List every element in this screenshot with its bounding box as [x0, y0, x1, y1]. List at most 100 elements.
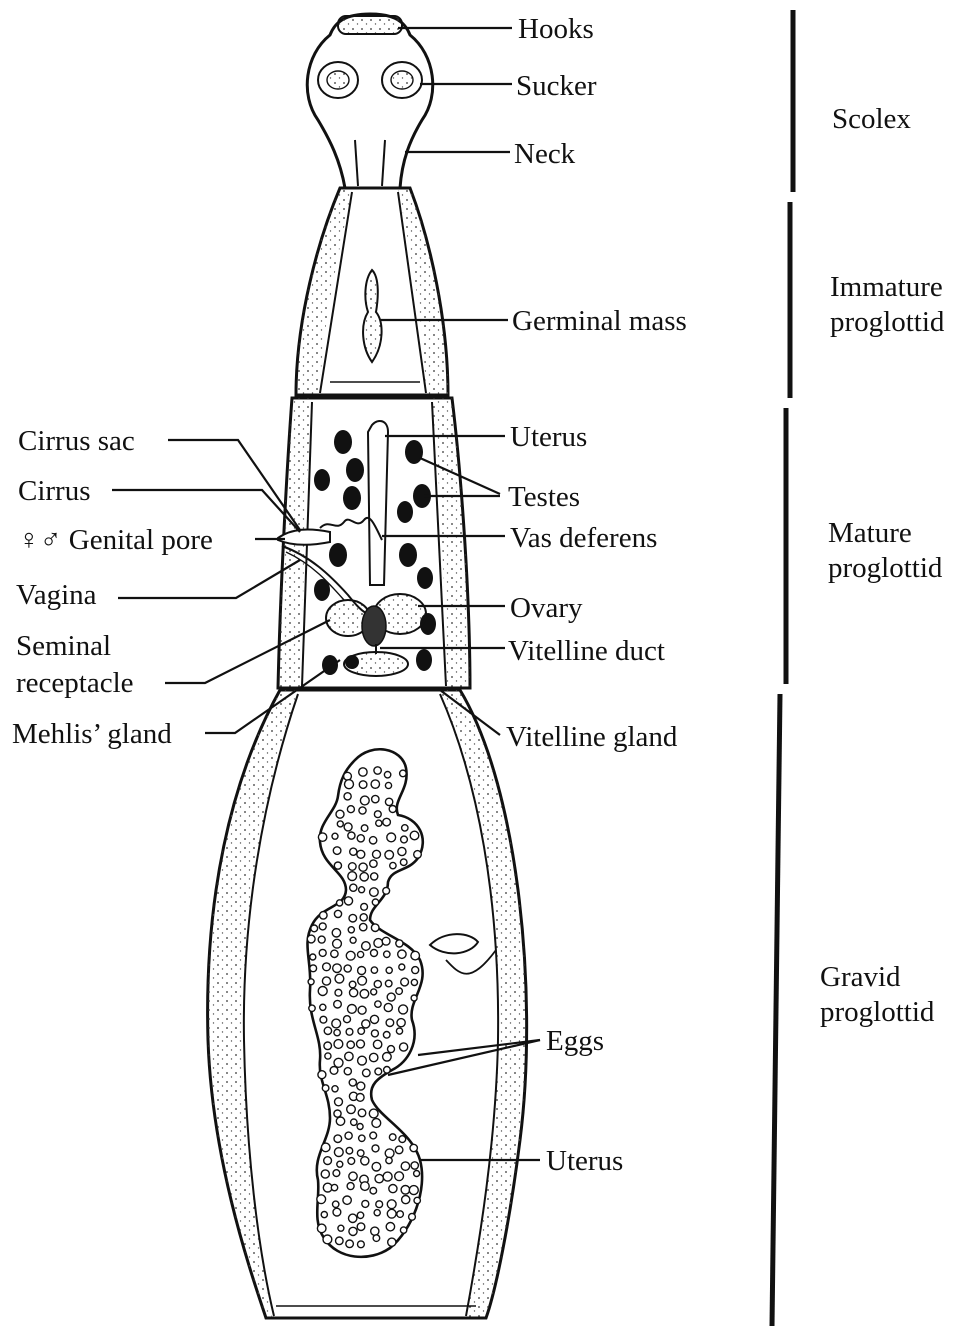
egg [335, 1098, 343, 1106]
egg [320, 1004, 326, 1010]
egg [358, 1109, 366, 1117]
egg [347, 1041, 354, 1048]
segment-gravid-line1: Gravid [820, 961, 901, 993]
egg [385, 851, 394, 860]
mature-uterus-shape [368, 421, 388, 585]
egg [384, 951, 390, 957]
egg [389, 1134, 396, 1141]
egg [401, 1162, 409, 1170]
egg [321, 1170, 329, 1178]
mature-proglottid-drawing [278, 398, 470, 688]
egg [385, 798, 392, 805]
egg [358, 1241, 365, 1248]
egg [357, 1223, 365, 1231]
egg [317, 1224, 326, 1233]
egg [371, 1030, 378, 1037]
egg [361, 1157, 369, 1165]
egg [374, 767, 381, 774]
egg [370, 888, 379, 897]
egg [351, 1119, 357, 1125]
label-hooks: Hooks [518, 13, 594, 45]
egg [409, 1213, 416, 1220]
egg [386, 1019, 394, 1027]
egg [383, 1032, 390, 1039]
segment-mature-line2: proglottid [828, 552, 943, 584]
egg [333, 1170, 340, 1177]
egg [334, 1000, 342, 1008]
egg [350, 937, 356, 943]
egg [348, 1158, 355, 1165]
label-seminal-line2: receptacle [16, 667, 134, 699]
egg [324, 1042, 332, 1050]
egg [321, 1212, 327, 1218]
label-ovary: Ovary [510, 592, 583, 624]
egg [334, 862, 341, 869]
egg [358, 967, 366, 975]
egg [362, 1020, 370, 1028]
label-seminal-receptacle: Seminal receptacle [16, 630, 134, 699]
egg [382, 937, 390, 945]
egg [374, 981, 381, 988]
egg [358, 1056, 367, 1065]
egg [347, 1183, 354, 1190]
egg [358, 951, 364, 957]
egg [345, 780, 354, 789]
egg [370, 1053, 378, 1061]
egg [319, 949, 326, 956]
hooks-crown [338, 16, 402, 34]
scolex-drawing [307, 14, 433, 188]
egg [345, 1052, 353, 1060]
egg [324, 1027, 331, 1034]
egg [383, 1172, 392, 1181]
egg [331, 950, 338, 957]
egg [318, 987, 327, 996]
segment-immature-line2: proglottid [830, 306, 945, 338]
egg [350, 989, 358, 997]
egg [357, 1082, 365, 1090]
egg [311, 925, 318, 932]
egg [384, 1067, 391, 1074]
egg [374, 1210, 380, 1216]
label-testes: Testes [508, 481, 580, 513]
egg [334, 1058, 343, 1067]
egg [332, 929, 340, 937]
egg [357, 1040, 365, 1048]
egg [349, 1214, 357, 1222]
label-sucker: Sucker [516, 70, 597, 102]
egg [399, 1005, 408, 1014]
sucker-right [382, 62, 422, 98]
egg [334, 1110, 341, 1117]
egg [310, 954, 316, 960]
label-vitelline-duct: Vitelline duct [508, 635, 665, 667]
egg [373, 1040, 381, 1048]
bar-gravid [772, 694, 780, 1326]
egg [344, 772, 352, 780]
egg [347, 1105, 356, 1114]
egg [309, 1005, 315, 1011]
label-cirrus: Cirrus [18, 475, 91, 507]
egg [359, 1135, 365, 1141]
egg [384, 1003, 392, 1011]
egg [331, 1184, 337, 1190]
egg [318, 833, 326, 841]
segment-scolex-line1: Scolex [832, 103, 911, 135]
egg [320, 912, 328, 920]
egg [411, 1162, 418, 1169]
egg [325, 1053, 331, 1059]
egg [386, 967, 392, 973]
egg [384, 772, 390, 778]
egg [376, 1201, 383, 1208]
egg [385, 1149, 394, 1158]
egg [360, 873, 368, 881]
egg [389, 1185, 397, 1193]
egg [334, 1029, 340, 1035]
egg [371, 989, 377, 995]
egg [323, 1235, 332, 1244]
egg [358, 1028, 365, 1035]
egg [389, 806, 396, 813]
egg [375, 1174, 383, 1182]
label-vagina: Vagina [16, 579, 97, 611]
egg [410, 1144, 417, 1151]
egg [359, 863, 367, 871]
label-genital-pore: ♀♂ Genital pore [18, 524, 213, 556]
